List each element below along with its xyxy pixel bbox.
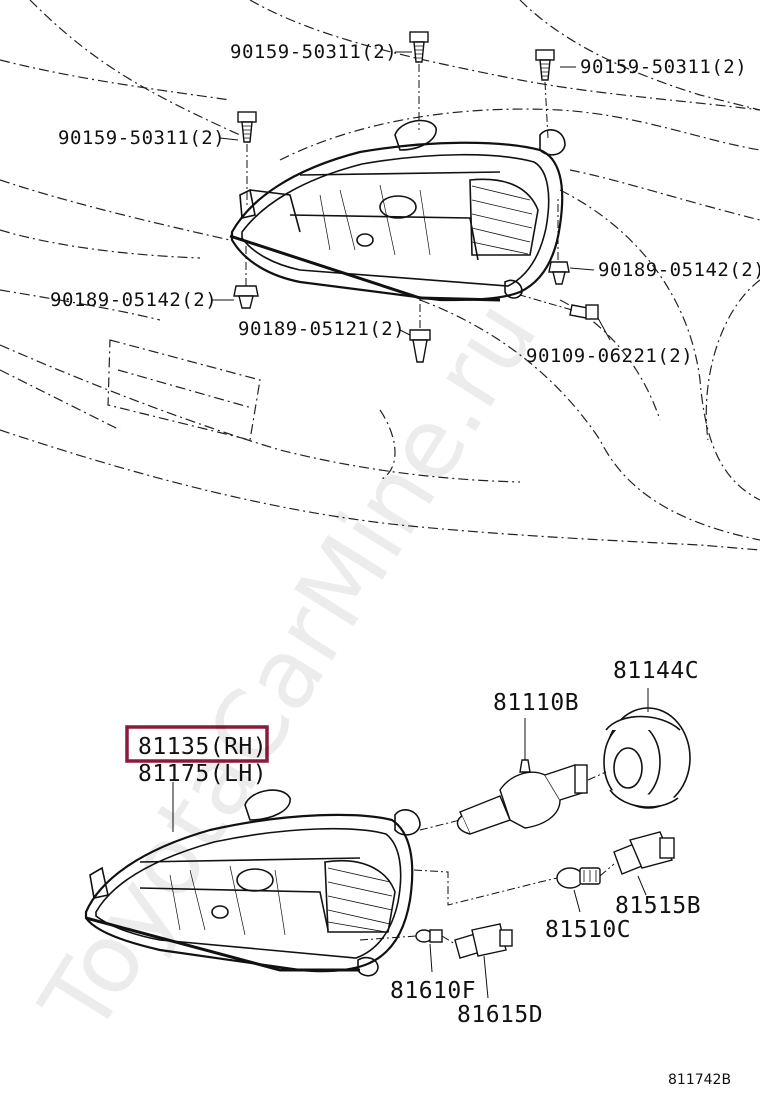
label-headlamp-lh: 81175(LH) — [138, 761, 267, 787]
headlamp-bulb-icon — [456, 759, 588, 835]
label-clip-bottom: 90189-05121(2) — [238, 318, 405, 340]
label-socket-cover: 81144C — [613, 658, 699, 684]
label-bulb-parking: 81610F — [390, 978, 476, 1004]
parking-bulb-icon — [415, 929, 443, 943]
highlight-box-rh — [125, 725, 269, 763]
drawing-code: 811742B — [668, 1072, 731, 1088]
leader-lines-bottom-solid — [172, 688, 649, 999]
clip-left-icon — [233, 285, 259, 309]
leader-lines-top — [245, 64, 573, 328]
label-clip-right: 90189-05142(2) — [598, 259, 760, 281]
label-bolt-top-right: 90159-50311(2) — [580, 56, 747, 78]
label-bolt-top-center: 90159-50311(2) — [230, 41, 397, 63]
headlamp-installed — [229, 119, 566, 302]
clip-right-icon — [548, 261, 570, 285]
leader-lines-top-solid — [212, 51, 611, 341]
screw-right-icon — [569, 304, 599, 320]
label-bulb-headlamp: 81110B — [493, 690, 579, 716]
leader-lines-bottom — [359, 771, 615, 945]
label-screw-right: 90109-06221(2) — [526, 345, 693, 367]
label-socket-parking: 81615D — [457, 1002, 543, 1028]
label-clip-left: 90189-05142(2) — [50, 289, 217, 311]
label-headlamp-rh: 81135(RH) — [138, 734, 267, 760]
label-bulb-turn: 81510C — [545, 917, 631, 943]
clip-bottom-icon — [409, 329, 431, 363]
bolt-left-icon — [237, 111, 257, 143]
socket-cover-icon — [603, 707, 691, 809]
bolt-top-center-icon — [409, 31, 429, 63]
bolt-top-right-icon — [535, 49, 555, 81]
parking-socket-icon — [454, 923, 513, 959]
turn-socket-icon — [613, 831, 675, 875]
headlamp-unit — [84, 789, 421, 977]
label-socket-turn: 81515B — [615, 893, 701, 919]
label-bolt-left: 90159-50311(2) — [58, 127, 225, 149]
